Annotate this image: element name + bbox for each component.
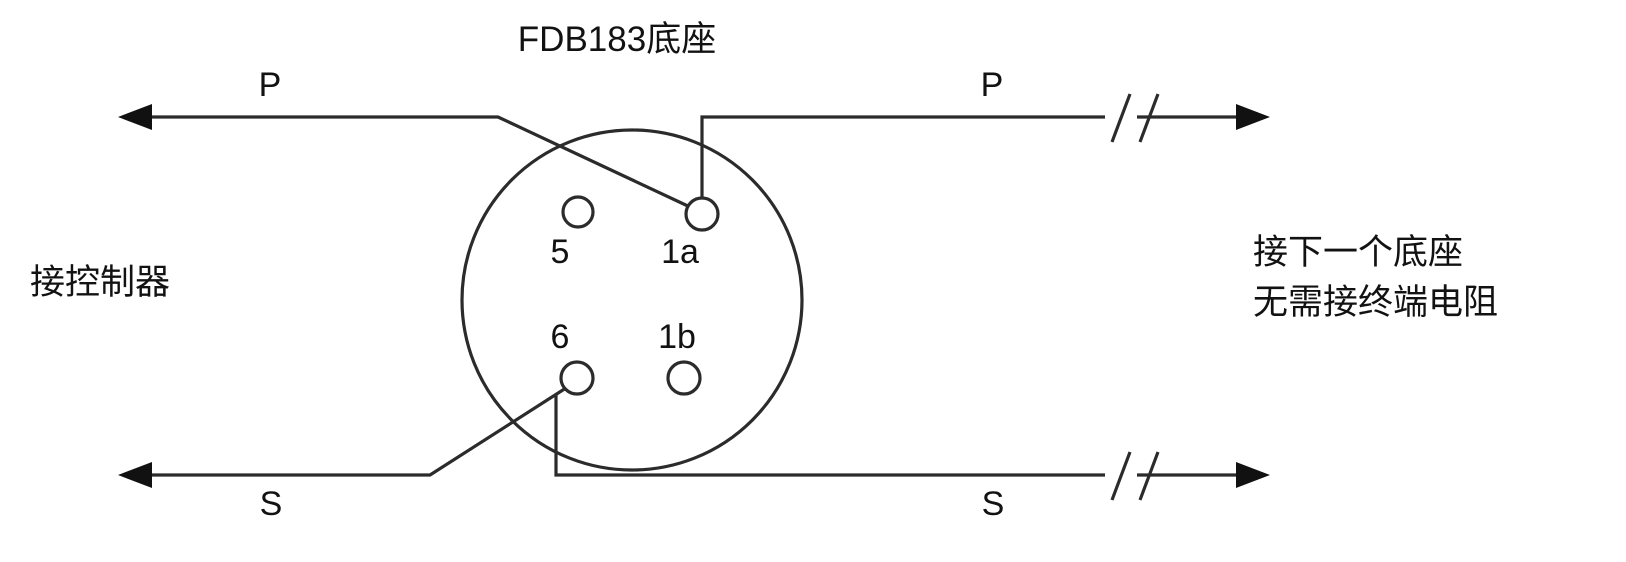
note-connect-controller: 接控制器 bbox=[30, 263, 171, 302]
signal-label-s-left: S bbox=[259, 485, 283, 523]
signal-label-p-right: P bbox=[980, 66, 1004, 104]
break-mark-p-1 bbox=[1110, 93, 1132, 143]
diagram-title: FDB183底座 bbox=[517, 20, 717, 59]
break-mark-s-2 bbox=[1138, 451, 1160, 501]
wire-s-right bbox=[554, 394, 1105, 477]
signal-label-p-left: P bbox=[258, 66, 282, 104]
terminal-1b-circle[interactable] bbox=[666, 360, 702, 396]
terminal-label-1a: 1a bbox=[661, 233, 699, 271]
terminal-label-5: 5 bbox=[550, 233, 570, 271]
terminal-5-circle[interactable] bbox=[561, 195, 595, 229]
base-outline-circle bbox=[460, 128, 804, 472]
wire-s-left bbox=[132, 386, 567, 477]
note-next-base-line1: 接下一个底座 bbox=[1253, 233, 1464, 272]
terminal-label-1b: 1b bbox=[658, 318, 696, 356]
wire-p-right bbox=[700, 115, 1105, 198]
break-mark-s-1 bbox=[1110, 451, 1132, 501]
arrowhead-p-left bbox=[118, 104, 152, 130]
arrowhead-p-right bbox=[1236, 104, 1270, 130]
signal-label-s-right: S bbox=[981, 485, 1005, 523]
terminal-label-6: 6 bbox=[550, 318, 570, 356]
terminal-6-circle[interactable] bbox=[559, 360, 595, 396]
arrowhead-s-left bbox=[118, 462, 152, 488]
break-mark-p-2 bbox=[1138, 93, 1160, 143]
arrowhead-s-right bbox=[1236, 462, 1270, 488]
note-next-base-line2: 无需接终端电阻 bbox=[1253, 283, 1499, 322]
terminal-1a-circle[interactable] bbox=[684, 196, 720, 232]
wire-p-left bbox=[132, 115, 691, 209]
